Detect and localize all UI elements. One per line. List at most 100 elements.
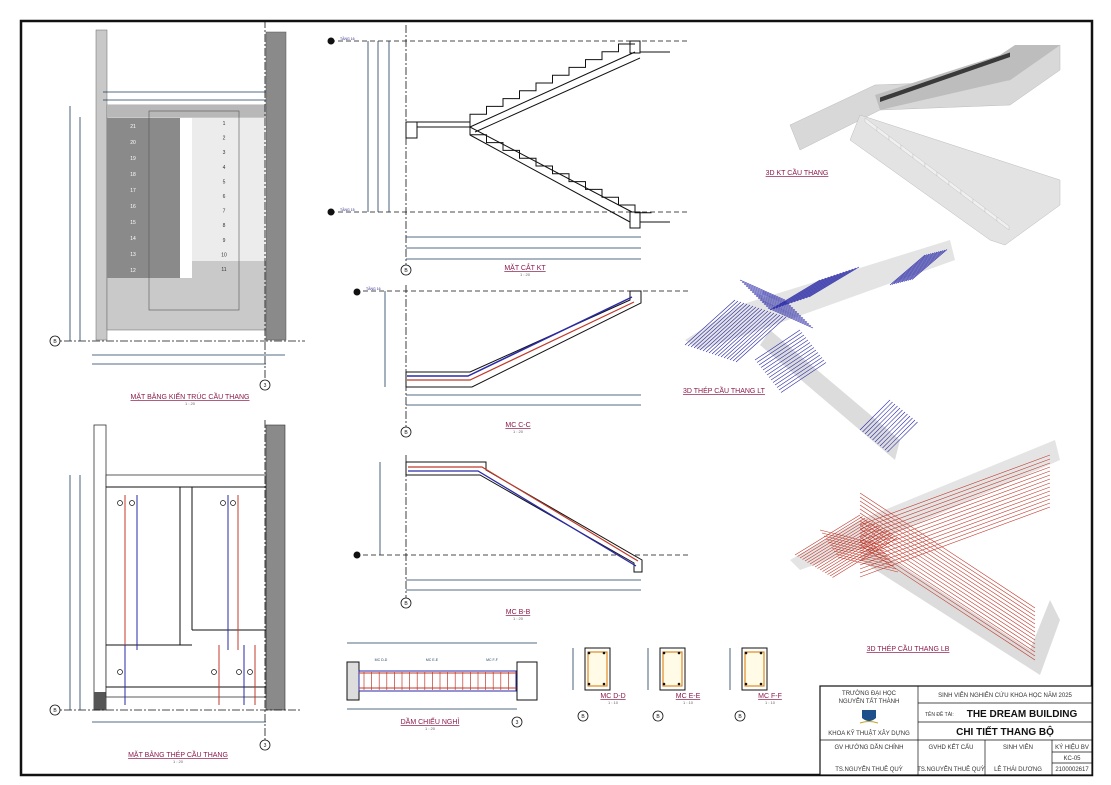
rebar-3d <box>699 304 751 351</box>
rebar-3d <box>768 347 815 378</box>
rebar-3d <box>887 421 918 453</box>
grid-bubble <box>400 264 412 276</box>
faculty-name: KHOA KỸ THUẬT XÂY DỰNG <box>828 730 910 737</box>
plan-arch-title: MẶT BẰNG KIẾN TRÚC CẦU THANG <box>130 391 249 401</box>
rebar-3d <box>784 274 836 306</box>
stair-step-3d <box>945 70 958 80</box>
rebar-tag <box>236 669 242 675</box>
rebar-3d <box>690 301 742 348</box>
rebar-3d <box>717 310 769 357</box>
rebar-3d <box>872 409 903 441</box>
grid-bubble <box>259 739 271 751</box>
project-name: THE DREAM BUILDING <box>967 709 1078 720</box>
rebar-3d <box>859 470 1051 542</box>
school-name-line2: NGUYỄN TẤT THÀNH <box>839 698 900 705</box>
rebar-3d <box>769 279 821 311</box>
section-cc-title: MC C-C <box>505 422 530 429</box>
rebar-3d <box>757 297 804 319</box>
rebar-3d <box>764 342 811 373</box>
section-arch-view: TẦNG 16 TẦNG 15 <box>327 25 690 275</box>
rebar-3d <box>739 279 786 301</box>
structure-advisor-label: GVHD KẾT CẤU <box>929 744 974 751</box>
level-top-label: TẦNG 16 <box>340 37 355 41</box>
rebar-tag <box>220 500 226 506</box>
3d-steel-lb-title: 3D THÉP CẦU THANG LB <box>867 643 950 653</box>
rebar-dot <box>587 682 591 686</box>
structure-advisor-name: TS.NGUYỄN THUÊ QUỲ <box>917 765 985 773</box>
section-ff-title: MC F-F <box>758 693 782 700</box>
grid-bubble <box>734 710 746 722</box>
rebar-3d <box>799 269 851 301</box>
rebar-3d <box>819 529 886 571</box>
rebar-tag <box>247 669 253 675</box>
drawing-code: KC-05 <box>1063 756 1081 762</box>
landing-beam-view: MC D-D MC E-E MC F-F <box>346 642 538 710</box>
rebar-3d <box>889 254 926 286</box>
rebar-3d <box>770 349 817 381</box>
step-number: 19 <box>130 156 136 162</box>
rebar-dot <box>677 651 681 655</box>
3d-arch-title: 3D KT CẦU THANG <box>766 167 829 177</box>
grid-bubble <box>400 597 412 609</box>
rebar-3d <box>772 278 824 310</box>
rebar-3d <box>911 249 948 280</box>
rebar-3d <box>859 508 1036 625</box>
rebar-3d <box>893 253 930 285</box>
rebar-3d <box>901 251 938 283</box>
rebar-3d <box>776 357 823 388</box>
rebar-3d <box>859 524 1036 641</box>
grid-label: B <box>404 601 408 607</box>
3d-arch-view <box>789 44 1061 246</box>
grid-label: B <box>53 708 57 714</box>
grid-bubble <box>259 379 271 391</box>
rebar-3d <box>859 478 1051 550</box>
grid-bubble <box>577 710 589 722</box>
rebar-3d <box>825 538 887 555</box>
rebar-3d <box>859 502 1051 574</box>
rebar-3d <box>903 251 940 282</box>
student-id: 2100002617 <box>1055 767 1089 773</box>
rebar-3d <box>859 474 1051 546</box>
stair-steps <box>469 43 635 122</box>
rebar-3d <box>884 419 916 451</box>
rebar-3d <box>714 309 766 356</box>
rebar-3d <box>859 536 1036 653</box>
rebar-3d <box>754 329 801 361</box>
beam-cut-label: MC E-E <box>426 658 439 662</box>
grid-label: B <box>404 268 408 274</box>
rebar-3d <box>859 500 1036 617</box>
rebar-dot <box>677 682 681 686</box>
section-bb-scale: 1 : 20 <box>513 616 524 621</box>
advisor-label: GV HƯỚNG DẪN CHÍNH <box>835 744 904 751</box>
drawing-code-label: KÝ HIỆU BV <box>1055 743 1089 751</box>
section-ff-scale: 1 : 10 <box>765 700 776 705</box>
rebar-3d <box>797 516 863 557</box>
step-number: 12 <box>130 268 136 274</box>
rebar-3d <box>833 550 895 567</box>
plan-steel-title: MẶT BẰNG THÉP CẦU THANG <box>128 749 228 759</box>
stair-slab <box>469 126 633 223</box>
grid-label: B <box>738 714 742 720</box>
rebar-dot <box>759 651 763 655</box>
rebar-3d <box>758 334 805 366</box>
rebar-3d <box>859 462 1051 534</box>
program-name: SINH VIÊN NGHIÊN CỨU KHOA HỌC NĂM 2025 <box>938 691 1072 699</box>
rebar-3d <box>859 516 1036 633</box>
step-number: 10 <box>221 252 227 258</box>
section-arch-scale: 1 : 20 <box>520 272 531 277</box>
rebar-3d <box>684 299 736 346</box>
rebar-dot <box>662 682 666 686</box>
step-number: 2 <box>223 136 226 142</box>
rebar-dot <box>744 651 748 655</box>
grid-label: 3 <box>264 383 267 389</box>
step-number: 4 <box>223 165 226 171</box>
stair-step-3d <box>893 88 906 98</box>
student-name: LÊ THÁI DƯƠNG <box>994 765 1042 773</box>
rebar-3d <box>796 270 848 302</box>
rebar-3d <box>802 268 854 300</box>
plan-arch-scale: 1 : 20 <box>185 401 196 406</box>
rebar-3d <box>859 512 1036 629</box>
rebar-3d <box>859 520 1036 637</box>
rebar-3d <box>702 305 754 352</box>
step-number: 21 <box>130 124 136 130</box>
